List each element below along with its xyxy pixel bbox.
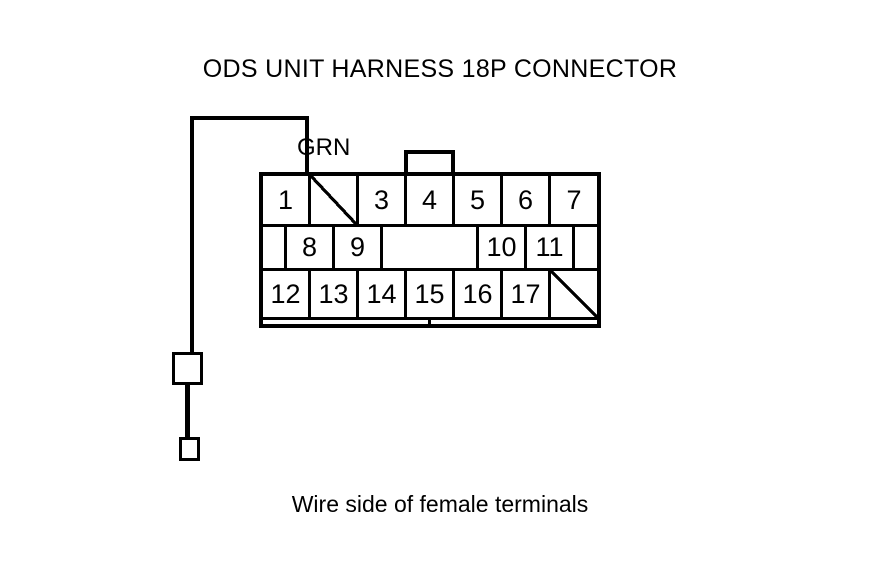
connector-terminal-16: 16: [455, 271, 503, 317]
connector-terminal-12: 12: [263, 271, 311, 317]
diagram-title: ODS UNIT HARNESS 18P CONNECTOR: [202, 55, 678, 83]
connector-terminal-8: 8: [287, 227, 335, 268]
connector-terminal-14: 14: [359, 271, 407, 317]
connector-terminal-3: 3: [359, 176, 407, 224]
wire-segment-vertical-left: [190, 116, 194, 354]
connector-cavity-empty: [383, 227, 479, 268]
wire-segment-horizontal-top: [190, 116, 309, 120]
connector-locking-tab: [404, 150, 455, 176]
connector-terminal-4: 4: [407, 176, 455, 224]
connector-cavity-blocked: [551, 271, 597, 317]
connector-terminal-13: 13: [311, 271, 359, 317]
connector-terminal-10: 10: [479, 227, 527, 268]
wire-segment-between-terminals: [185, 384, 190, 440]
wire-segment-vertical-right: [305, 116, 309, 174]
connector-terminal-17: 17: [503, 271, 551, 317]
diagram-caption: Wire side of female terminals: [291, 491, 589, 517]
terminal-symbol-large: [172, 352, 203, 385]
connector-base-segment: [263, 320, 431, 328]
connector-terminal-9: 9: [335, 227, 383, 268]
connector-cavity-empty: [263, 227, 287, 268]
connector-terminal-7: 7: [551, 176, 597, 224]
connector-base-segment: [431, 320, 597, 328]
connector-terminal-6: 6: [503, 176, 551, 224]
connector-terminal-15: 15: [407, 271, 455, 317]
connector-terminal-5: 5: [455, 176, 503, 224]
connector-cavity-blocked: [311, 176, 359, 224]
connector-bottom-strip: [263, 317, 597, 328]
terminal-symbol-small: [179, 437, 200, 461]
connector-terminal-1: 1: [263, 176, 311, 224]
connector-terminal-11: 11: [527, 227, 575, 268]
connector-cavity-empty: [575, 227, 597, 268]
